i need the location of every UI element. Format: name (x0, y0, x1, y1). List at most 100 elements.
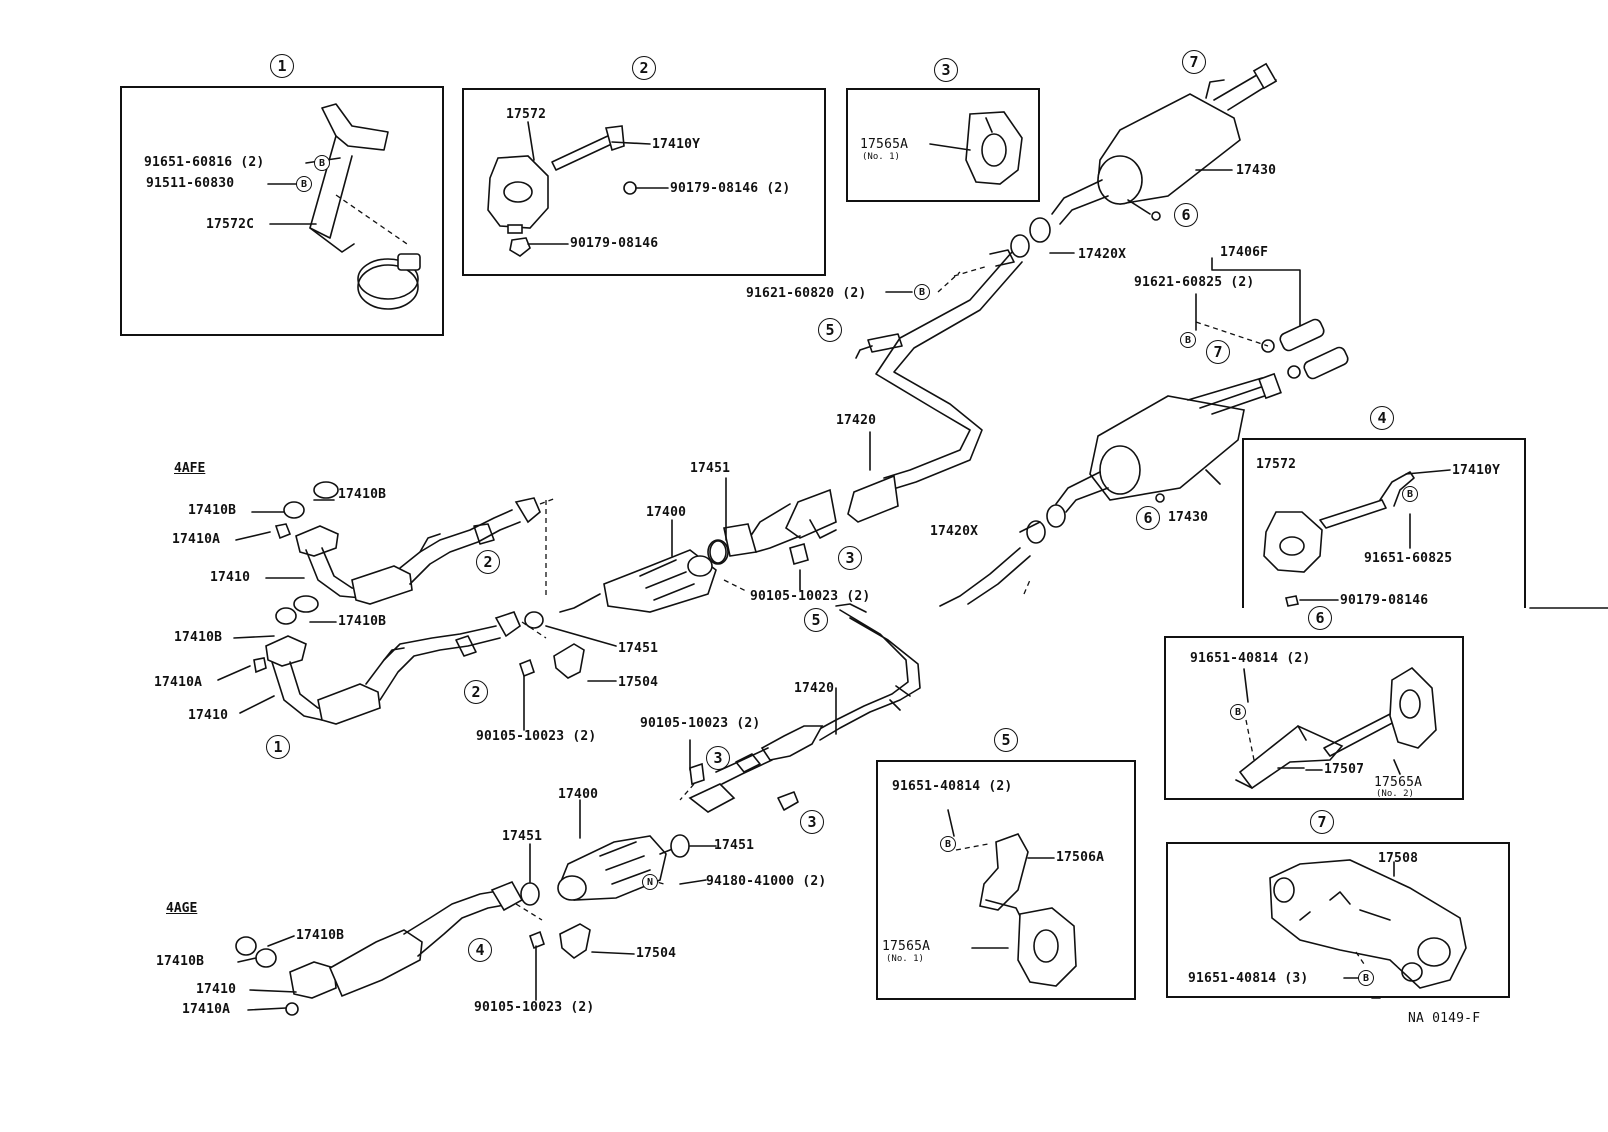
callout-1-lower: 1 (266, 735, 290, 759)
label-17420-upper: 17420 (836, 413, 877, 428)
diagram-code: NA 0149-F (1408, 1011, 1481, 1026)
bracket-17508-drawing (1269, 859, 1467, 989)
detail-box-4 (1242, 438, 1526, 608)
label-17508: 17508 (1378, 851, 1419, 866)
label-94180-41000: 94180-41000 (2) (706, 874, 827, 889)
bolt-marker-n: N (642, 874, 658, 890)
label-17430-upper: 17430 (1236, 163, 1277, 178)
label-17420x-upper: 17420X (1078, 247, 1127, 262)
label-91651-40814-box6: 91651-40814 (2) (1190, 651, 1311, 666)
front-pipe-17410-mid-drawing (253, 595, 585, 725)
label-17410a-c: 17410A (182, 1002, 231, 1017)
label-91651-60816: 91651-60816 (2) (144, 155, 265, 170)
detail-box-5 (876, 760, 1136, 1000)
label-90105-4age: 90105-10023 (2) (474, 1000, 595, 1015)
label-17400-lower: 17400 (558, 787, 599, 802)
callout-7-mid: 7 (1206, 340, 1230, 364)
callout-2-upper: 2 (476, 550, 500, 574)
label-no1-box5: (No. 1) (886, 954, 924, 964)
callout-5-upper: 5 (818, 318, 842, 342)
label-91621-60825: 91621-60825 (2) (1134, 275, 1255, 290)
label-17504-lower: 17504 (636, 946, 677, 961)
callout-4-box: 4 (1370, 406, 1394, 430)
bracket-17507-drawing (1235, 666, 1437, 790)
callout-7-box: 7 (1310, 810, 1334, 834)
engine-label-4afe: 4AFE (174, 461, 206, 476)
label-17420x-lower: 17420X (930, 524, 979, 539)
callout-5-box: 5 (994, 728, 1018, 752)
muffler-17430-lower-drawing (1055, 372, 1282, 513)
bolt-marker-b-box5: B (940, 836, 956, 852)
label-17420-lower: 17420 (794, 681, 835, 696)
label-90105-mid: 90105-10023 (2) (476, 729, 597, 744)
label-17451-mid: 17451 (618, 641, 659, 656)
label-17451-lower-right: 17451 (714, 838, 755, 853)
callout-3-box: 3 (934, 58, 958, 82)
bolt-marker-b-box1a: B (314, 155, 330, 171)
label-17507: 17507 (1324, 762, 1365, 777)
label-90105-lower: 90105-10023 (2) (640, 716, 761, 731)
label-17410-a: 17410 (210, 570, 251, 585)
callout-7-top: 7 (1182, 50, 1206, 74)
callout-5-mid: 5 (804, 608, 828, 632)
label-91651-40814-box5: 91651-40814 (2) (892, 779, 1013, 794)
gasket-17451-lower-right (670, 834, 690, 858)
label-17410-b: 17410 (188, 708, 229, 723)
label-17410y-box4: 17410Y (1452, 463, 1501, 478)
bolt-marker-b-box1b: B (296, 176, 312, 192)
engine-label-4age: 4AGE (166, 901, 198, 916)
detail-box-1 (120, 86, 444, 336)
hanger-17572-box4-drawing (1263, 471, 1415, 607)
mount-17565a-no1-drawing (965, 111, 1023, 185)
label-91511-60830: 91511-60830 (146, 176, 235, 191)
label-90179-08146: 90179-08146 (570, 236, 659, 251)
leader-lines (217, 121, 1608, 1011)
label-17410y-box2: 17410Y (652, 137, 701, 152)
gasket-17451-lower-left (520, 882, 540, 906)
gasket-17451-upper (709, 540, 727, 564)
label-17572-box4: 17572 (1256, 457, 1297, 472)
gasket-17420x-upper-2 (1010, 234, 1030, 258)
label-17410-c: 17410 (196, 982, 237, 997)
catalyst-17400-upper-drawing (559, 539, 749, 613)
label-no2-box6: (No. 2) (1376, 789, 1414, 799)
front-pipe-17410-4age-drawing (235, 880, 543, 1016)
label-17565a-box3: 17565A (860, 137, 909, 152)
label-17410b-a: 17410B (338, 487, 387, 502)
label-91651-40814-box7: 91651-40814 (3) (1188, 971, 1309, 986)
label-no1-box3: (No. 1) (862, 152, 900, 162)
center-pipe-17420-upper-drawing (723, 249, 1023, 557)
label-90179-08146-box4: 90179-08146 (1340, 593, 1429, 608)
gasket-17420x-upper (1029, 217, 1051, 243)
label-17410b-c: 17410B (338, 614, 387, 629)
callout-6-top: 6 (1174, 203, 1198, 227)
label-17572-box2: 17572 (506, 107, 547, 122)
label-17410b-d: 17410B (174, 630, 223, 645)
center-pipe-17420-lower-drawing (688, 603, 921, 813)
callout-4-lower: 4 (468, 938, 492, 962)
label-90105-upper: 90105-10023 (2) (750, 589, 871, 604)
detail-box-3 (846, 88, 1040, 202)
label-17451-lower-left: 17451 (502, 829, 543, 844)
tailpipe-17406f-drawing (1195, 318, 1349, 380)
bracket-17572c-drawing (309, 103, 421, 310)
bolt-90105-lower (689, 762, 705, 786)
callout-3-lower-a: 3 (706, 746, 730, 770)
callout-3-upper: 3 (838, 546, 862, 570)
label-17506a: 17506A (1056, 850, 1105, 865)
callout-2-box: 2 (632, 56, 656, 80)
callout-6-box: 6 (1308, 606, 1332, 630)
label-17410b-f: 17410B (156, 954, 205, 969)
label-17406f: 17406F (1220, 245, 1269, 260)
label-90179-08146-2: 90179-08146 (2) (670, 181, 791, 196)
bolt-90105-upper (789, 543, 809, 565)
label-17410a-b: 17410A (154, 675, 203, 690)
label-17572c: 17572C (206, 217, 255, 232)
detail-box-2 (462, 88, 826, 276)
label-91651-60825: 91651-60825 (1364, 551, 1453, 566)
label-17504-upper: 17504 (618, 675, 659, 690)
label-17430-lower: 17430 (1168, 510, 1209, 525)
label-17451-upper: 17451 (690, 461, 731, 476)
callout-6-mid: 6 (1136, 506, 1160, 530)
